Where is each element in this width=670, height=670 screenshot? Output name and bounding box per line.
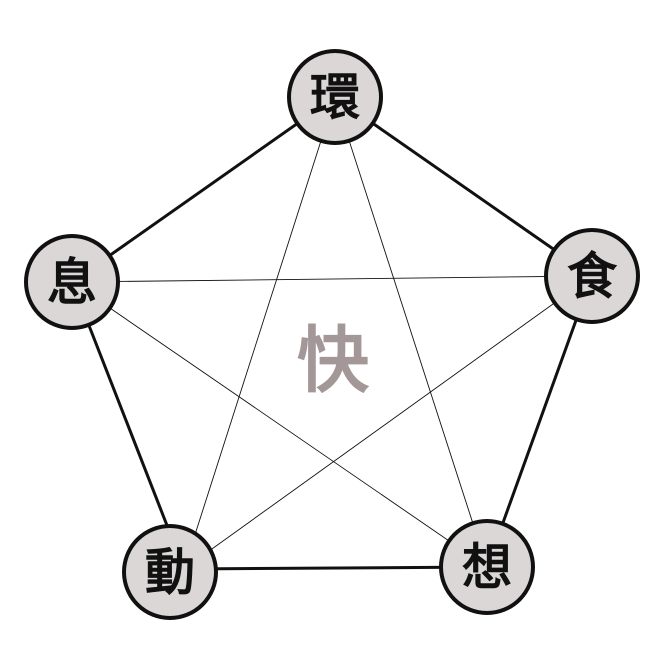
node-kankyo-circle	[287, 49, 383, 145]
edge-kankyo-so	[334, 96, 488, 568]
node-soku-circle	[24, 234, 120, 330]
star-lines	[71, 96, 593, 570]
node-shoku-circle	[544, 228, 640, 324]
node-do-label: 動	[145, 543, 195, 602]
edge-so-do	[183, 565, 488, 571]
node-shoku-label: 食	[567, 247, 618, 306]
node-soku: 息	[24, 234, 120, 330]
edge-soku-so	[71, 281, 488, 568]
node-shoku: 食	[544, 228, 640, 324]
node-do: 動	[122, 524, 218, 620]
edge-soku-shoku	[71, 275, 593, 283]
edge-soku-kankyo	[71, 95, 336, 284]
node-do-circle	[122, 524, 218, 620]
center-label: 快	[297, 318, 370, 403]
node-so: 想	[439, 519, 535, 615]
edge-kankyo-shoku	[334, 95, 593, 278]
node-so-circle	[439, 519, 535, 615]
edge-shoku-so	[485, 275, 594, 568]
edge-shoku-do	[183, 275, 593, 570]
pentagon-edges	[70, 95, 594, 571]
node-kankyo-label: 環	[310, 68, 360, 127]
node-kankyo: 環	[287, 49, 383, 145]
edge-do-soku	[70, 281, 186, 570]
node-so-label: 想	[462, 538, 512, 597]
node-soku-label: 息	[47, 253, 97, 312]
edge-kankyo-do	[183, 96, 336, 570]
